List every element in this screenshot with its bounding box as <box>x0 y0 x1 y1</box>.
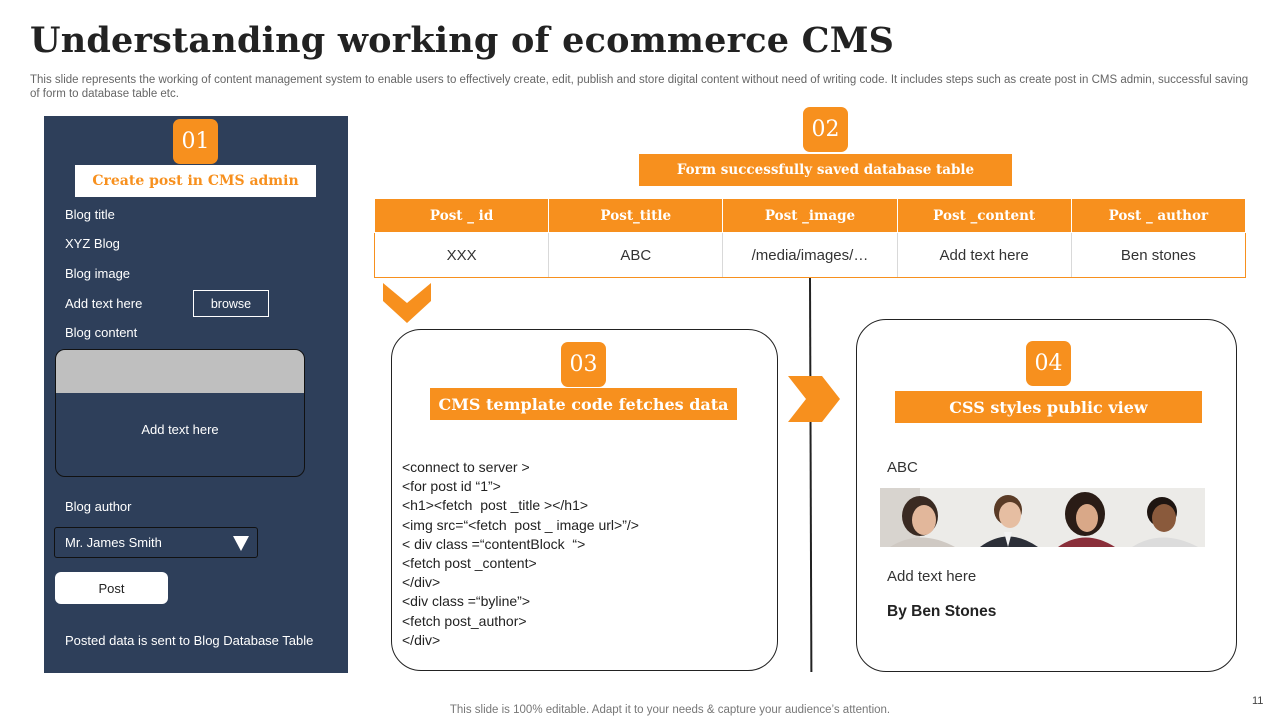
slide-footer: This slide is 100% editable. Adapt it to… <box>449 704 891 716</box>
column-header: Post _image <box>722 198 898 233</box>
column-header: Post_title <box>548 198 724 233</box>
step-label-template-fetch: CMS template code fetches data <box>430 388 737 420</box>
author-selected-value: Mr. James Smith <box>65 535 162 550</box>
code-line: < div class =“contentBlock “> <box>402 535 586 552</box>
table-cell: Add text here <box>896 232 1072 278</box>
blog-content-field[interactable]: Add text here <box>55 349 305 477</box>
blog-image-label: Blog image <box>65 266 131 281</box>
public-post-title: ABC <box>887 459 918 476</box>
flow-divider-line <box>809 277 812 673</box>
table-cell: XXX <box>373 232 550 278</box>
table-cell: ABC <box>548 232 724 278</box>
blog-image-placeholder: Add text here <box>65 296 143 311</box>
code-line: <fetch post _content> <box>402 555 537 572</box>
content-toolbar <box>56 350 304 393</box>
table-header-row: Post _ id Post_title Post _image Post _c… <box>373 198 1247 233</box>
step-label-create-post: Create post in CMS admin <box>75 165 316 197</box>
step-badge-03: 03 <box>561 342 606 387</box>
code-line: <img src=“<fetch post _ image url>”/> <box>402 516 639 533</box>
step-badge-01: 01 <box>173 119 218 164</box>
slide-subtitle: This slide represents the working of con… <box>30 74 1249 100</box>
chevron-down-icon <box>383 283 431 323</box>
database-table: Post _ id Post_title Post _image Post _c… <box>373 198 1247 278</box>
column-header: Post _content <box>896 198 1072 233</box>
code-line: <for post id “1”> <box>402 478 501 495</box>
page-number: 11 <box>1252 695 1264 707</box>
template-code-block: <connect to server > <for post id “1”> <… <box>402 458 639 650</box>
step-label-css-public: CSS styles public view <box>895 391 1202 423</box>
column-header: Post _ id <box>373 198 550 233</box>
post-button[interactable]: Post <box>55 572 168 604</box>
step-badge-04: 04 <box>1026 341 1071 386</box>
blog-title-label: Blog title <box>65 207 115 222</box>
blog-author-label: Blog author <box>65 499 132 514</box>
browse-button[interactable]: browse <box>193 290 269 317</box>
code-line: <connect to server > <box>402 459 530 475</box>
public-post-author: By Ben Stones <box>887 603 997 620</box>
code-line: <fetch post_author> <box>402 612 527 629</box>
code-line: </div> <box>402 631 441 648</box>
dropdown-triangle-icon[interactable] <box>233 536 249 551</box>
public-post-text: Add text here <box>887 568 977 585</box>
content-placeholder: Add text here <box>141 422 219 437</box>
table-row: XXX ABC /media/images/… Add text here Be… <box>373 232 1247 278</box>
step-badge-02: 02 <box>803 107 848 152</box>
step-label-form-saved: Form successfully saved database table <box>639 154 1012 186</box>
chevron-right-icon <box>788 376 840 422</box>
slide-title: Understanding working of ecommerce CMS <box>30 20 895 61</box>
author-select[interactable]: Mr. James Smith <box>54 527 258 558</box>
table-cell: Ben stones <box>1070 232 1247 278</box>
table-cell: /media/images/… <box>722 232 898 278</box>
blog-title-value[interactable]: XYZ Blog <box>65 236 120 251</box>
code-line: </div> <box>402 574 441 591</box>
column-header: Post _ author <box>1070 198 1247 233</box>
team-photo-image <box>880 488 1205 547</box>
code-line: <h1><fetch post _title ></h1> <box>402 497 589 514</box>
blog-content-label: Blog content <box>65 325 138 340</box>
code-line: <div class =“byline”> <box>402 593 531 610</box>
cms-admin-panel: 01 Create post in CMS admin Blog title X… <box>44 116 348 673</box>
posted-note: Posted data is sent to Blog Database Tab… <box>65 633 314 648</box>
